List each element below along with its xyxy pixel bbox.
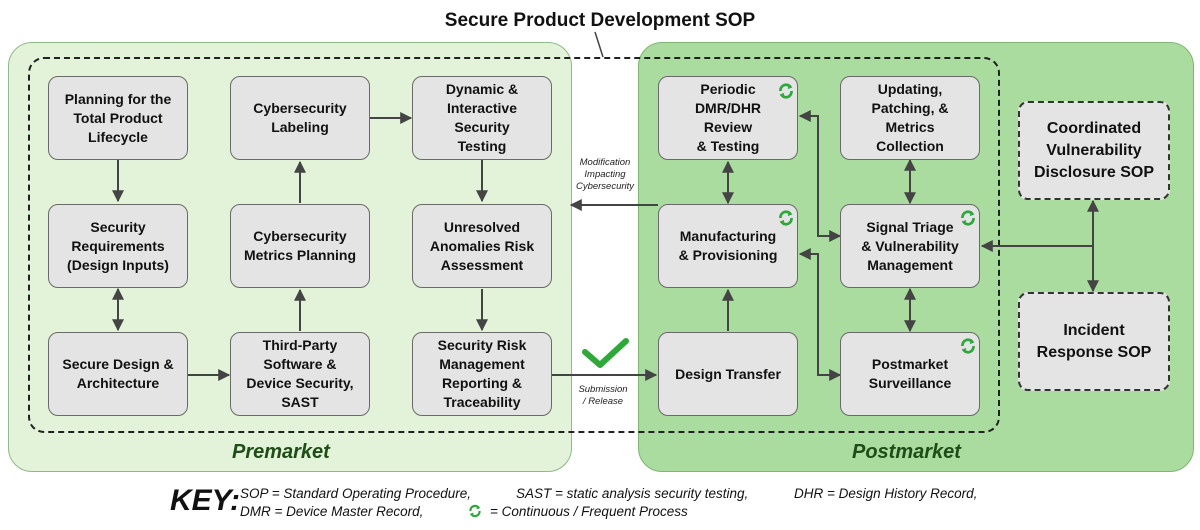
key-line-1c: DHR = Design History Record, [794, 486, 977, 501]
key-dmr-def: = Device Master Record, [270, 504, 424, 519]
box-coordinated-vulnerability-disclosure: Coordinated Vulnerability Disclosure SOP [1018, 101, 1170, 200]
key-label: KEY: [170, 484, 241, 517]
key-sop-def: = Standard Operating Procedure, [268, 486, 472, 501]
box-metrics-planning: Cybersecurity Metrics Planning [230, 204, 370, 288]
arrow-signal-to-periodic [798, 110, 842, 242]
continuous-process-icon [961, 338, 975, 354]
postmarket-label: Postmarket [852, 441, 961, 463]
box-security-requirements: Security Requirements (Design Inputs) [48, 204, 188, 288]
note-submission-release: Submission / Release [578, 384, 628, 407]
title-connector [594, 31, 604, 58]
continuous-process-icon [779, 83, 793, 99]
key-dhr-def: = Design History Record, [823, 486, 978, 501]
premarket-label: Premarket [232, 441, 330, 463]
key-sop-abbr: SOP [240, 486, 269, 501]
key-continuous-process-icon [469, 504, 481, 518]
box-unresolved-anomalies: Unresolved Anomalies Risk Assessment [412, 204, 552, 288]
key-dmr-abbr: DMR [240, 504, 271, 519]
box-security-risk-management: Security Risk Management Reporting & Tra… [412, 332, 552, 416]
box-design-transfer: Design Transfer [658, 332, 798, 416]
key-continuous-process-def: = Continuous / Frequent Process [490, 504, 688, 519]
key-dhr-abbr: DHR [794, 486, 824, 501]
continuous-process-icon [779, 210, 793, 226]
box-planning-lifecycle: Planning for the Total Product Lifecycle [48, 76, 188, 160]
key-line-2: DMR = Device Master Record, [240, 504, 423, 519]
key-line-1: SOP = Standard Operating Procedure, [240, 486, 471, 501]
box-postmarket-surveillance: Postmarket Surveillance [840, 332, 980, 416]
box-manufacturing-provisioning: Manufacturing & Provisioning [658, 204, 798, 288]
box-incident-response: Incident Response SOP [1018, 292, 1170, 391]
diagram-title: Secure Product Development SOP [444, 10, 756, 31]
arrow-surveillance-to-manufacturing [798, 248, 842, 381]
check-icon [582, 338, 629, 368]
note-modification-impacting-cybersecurity: Modification Impacting Cybersecurity [575, 157, 635, 192]
box-secure-design-architecture: Secure Design & Architecture [48, 332, 188, 416]
key-sast-abbr: SAST [516, 486, 552, 501]
box-updating-patching: Updating, Patching, & Metrics Collection [840, 76, 980, 160]
box-cybersecurity-labeling: Cybersecurity Labeling [230, 76, 370, 160]
box-periodic-review: Periodic DMR/DHR Review & Testing [658, 76, 798, 160]
box-dynamic-testing: Dynamic & Interactive Security Testing [412, 76, 552, 160]
box-third-party-software: Third-Party Software & Device Security, … [230, 332, 370, 416]
key-line-1b: SAST = static analysis security testing, [516, 486, 748, 501]
continuous-process-icon [961, 210, 975, 226]
key-sast-def: = static analysis security testing, [551, 486, 749, 501]
box-signal-triage: Signal Triage & Vulnerability Management [840, 204, 980, 288]
